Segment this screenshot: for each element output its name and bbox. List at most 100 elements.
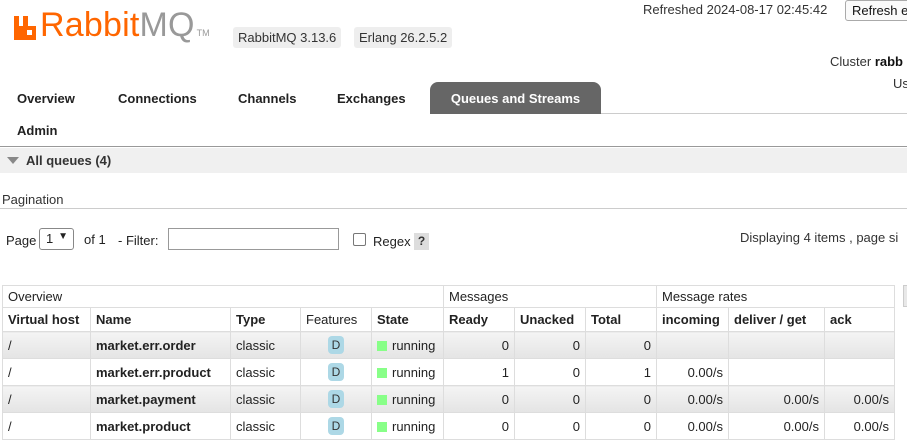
logo-wordmark: RabbitMQ (40, 8, 195, 42)
vhost-cell: / (2, 358, 91, 386)
state-cell: running (371, 385, 444, 413)
incoming-cell: 0.00/s (656, 385, 729, 413)
ready-cell: 0 (443, 331, 515, 359)
rabbitmq-logo[interactable]: RabbitMQ TM (12, 8, 210, 42)
col-features: Features (300, 307, 372, 332)
deliver-cell (728, 358, 825, 386)
ack-cell (824, 331, 895, 359)
section-title[interactable]: All queues (4) (26, 153, 112, 168)
incoming-cell: 0.00/s (656, 358, 729, 386)
page-select[interactable]: 1 ▼ (39, 228, 74, 250)
vhost-cell: / (2, 331, 91, 359)
tab-bar-divider (601, 113, 907, 114)
total-cell: 0 (585, 412, 657, 440)
deliver-cell (728, 331, 825, 359)
incoming-cell: 0.00/s (656, 412, 729, 440)
running-status-icon (377, 367, 387, 378)
tab-admin[interactable]: Admin (17, 123, 58, 138)
ready-cell: 0 (443, 385, 515, 413)
col-state[interactable]: State (371, 307, 444, 332)
durable-badge: D (328, 390, 344, 408)
col-type[interactable]: Type (230, 307, 301, 332)
group-message-rates: Message rates (656, 285, 895, 308)
unacked-cell: 0 (514, 358, 586, 386)
page-count: of 1 (84, 232, 106, 247)
unacked-cell: 0 (514, 385, 586, 413)
rabbitmq-version: RabbitMQ 3.13.6 (233, 27, 342, 48)
filter-input[interactable] (168, 228, 339, 250)
vhost-cell: / (2, 412, 91, 440)
refreshed-timestamp: Refreshed 2024-08-17 02:45:42 (643, 2, 828, 17)
state-text: running (392, 418, 436, 434)
total-cell: 1 (585, 358, 657, 386)
displaying-items: Displaying 4 items , page si (740, 230, 899, 245)
tab-channels[interactable]: Channels (238, 91, 297, 106)
logo-trademark: TM (196, 28, 210, 38)
col-incoming[interactable]: incoming (656, 307, 729, 332)
tab-queues-and-streams[interactable]: Queues and Streams (430, 82, 601, 114)
regex-checkbox[interactable] (353, 233, 366, 246)
regex-help-button[interactable]: ? (414, 233, 429, 250)
queues-table: Overview Messages Message rates Virtual … (2, 285, 895, 440)
queue-name-link[interactable]: market.err.product (90, 358, 231, 386)
erlang-version: Erlang 26.2.5.2 (354, 27, 453, 48)
type-cell: classic (230, 385, 301, 413)
chevron-down-icon: ▼ (58, 231, 68, 242)
table-row: / market.product classic D running 0 0 0… (2, 412, 895, 440)
user-info: Us (893, 76, 907, 91)
pagination-label: Pagination (2, 192, 64, 207)
refresh-select[interactable]: Refresh e (845, 0, 907, 21)
queue-name-link[interactable]: market.err.order (90, 331, 231, 359)
state-text: running (392, 364, 436, 380)
type-cell: classic (230, 358, 301, 386)
col-deliver-get[interactable]: deliver / get (728, 307, 825, 332)
col-virtual-host[interactable]: Virtual host (2, 307, 91, 332)
tab-connections[interactable]: Connections (118, 91, 197, 106)
tab-exchanges[interactable]: Exchanges (337, 91, 406, 106)
page-label: Page (6, 233, 37, 248)
ready-cell: 0 (443, 412, 515, 440)
logo-text-mq: MQ (139, 6, 195, 44)
all-queues-section-header[interactable] (0, 148, 907, 173)
cluster-info: Cluster rabb (830, 54, 903, 69)
table-row: / market.err.order classic D running 0 0… (2, 331, 895, 359)
durable-badge: D (328, 417, 344, 435)
queue-name-link[interactable]: market.product (90, 412, 231, 440)
queue-name-link[interactable]: market.payment (90, 385, 231, 413)
collapse-triangle-icon[interactable] (7, 157, 19, 164)
tab-overview[interactable]: Overview (17, 91, 75, 106)
state-cell: running (371, 358, 444, 386)
col-unacked[interactable]: Unacked (514, 307, 586, 332)
col-ack[interactable]: ack (824, 307, 895, 332)
type-cell: classic (230, 412, 301, 440)
nav-divider (0, 146, 907, 147)
durable-badge: D (328, 336, 344, 354)
ack-cell: 0.00/s (824, 385, 895, 413)
durable-badge: D (328, 363, 344, 381)
state-text: running (392, 391, 436, 407)
col-name[interactable]: Name (90, 307, 231, 332)
incoming-cell (656, 331, 729, 359)
col-total[interactable]: Total (585, 307, 657, 332)
group-overview: Overview (2, 285, 444, 308)
cluster-name: rabb (874, 54, 903, 69)
ready-cell: 1 (443, 358, 515, 386)
features-cell: D (300, 331, 372, 359)
state-cell: running (371, 412, 444, 440)
col-ready[interactable]: Ready (443, 307, 515, 332)
vhost-cell: / (2, 385, 91, 413)
total-cell: 0 (585, 331, 657, 359)
pagination-divider (0, 208, 907, 209)
unacked-cell: 0 (514, 331, 586, 359)
filter-label: - Filter: (118, 233, 159, 248)
logo-text-rabbit: Rabbit (40, 6, 140, 44)
state-cell: running (371, 331, 444, 359)
deliver-cell: 0.00/s (728, 412, 825, 440)
table-row: / market.payment classic D running 0 0 0… (2, 385, 895, 413)
deliver-cell: 0.00/s (728, 385, 825, 413)
group-messages: Messages (443, 285, 657, 308)
column-options-handle[interactable] (903, 285, 907, 307)
state-text: running (392, 337, 436, 353)
features-cell: D (300, 358, 372, 386)
running-status-icon (377, 421, 387, 432)
